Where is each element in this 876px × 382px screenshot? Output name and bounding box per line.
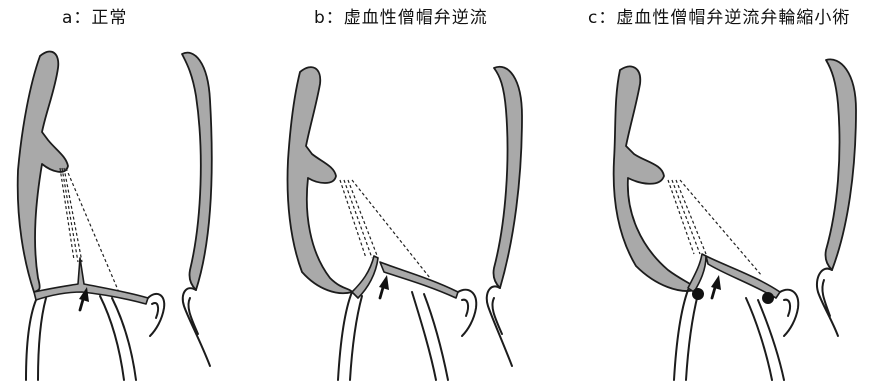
- right-ventricular-wall: [825, 59, 856, 270]
- lower-right-wall: [412, 292, 436, 380]
- left-ventricular-wall: [614, 66, 696, 291]
- annulus-hook-right: [817, 269, 838, 336]
- right-ventricular-wall: [493, 67, 522, 288]
- annulus-hook-right: [183, 288, 210, 366]
- annulus-hook-left: [148, 294, 164, 336]
- right-ventricular-wall: [182, 53, 212, 290]
- chordae-tendineae: [60, 168, 118, 290]
- lower-right-inner: [424, 294, 448, 380]
- annuloplasty-dot-icon: [762, 292, 774, 304]
- annulus-hook-left: [458, 290, 476, 336]
- annulus-hook-left: [780, 290, 798, 336]
- lower-right-wall: [746, 298, 772, 380]
- lower-left-wall: [26, 300, 36, 380]
- annulus-hook-right: [487, 286, 512, 366]
- left-ventricular-wall: [18, 52, 68, 292]
- left-ventricular-wall: [288, 67, 352, 293]
- anterior-leaflet: [352, 256, 378, 298]
- posterior-leaflet: [706, 256, 780, 298]
- lower-left-inner: [38, 298, 46, 380]
- posterior-leaflet: [380, 262, 458, 298]
- arrow-icon: [379, 275, 389, 298]
- panel-a-illustration: [18, 52, 212, 380]
- arrow-icon: [711, 275, 721, 298]
- lower-left-wall: [338, 292, 352, 380]
- panel-b-illustration: [288, 67, 522, 380]
- lower-left-wall: [674, 290, 688, 380]
- lower-left-inner: [686, 294, 698, 380]
- lower-left-inner: [350, 296, 362, 380]
- anterior-leaflet: [34, 258, 148, 304]
- annuloplasty-dot-icon: [692, 288, 704, 300]
- panel-c-illustration: [614, 59, 856, 380]
- lower-right-wall: [100, 296, 124, 380]
- anterior-leaflet: [688, 254, 706, 292]
